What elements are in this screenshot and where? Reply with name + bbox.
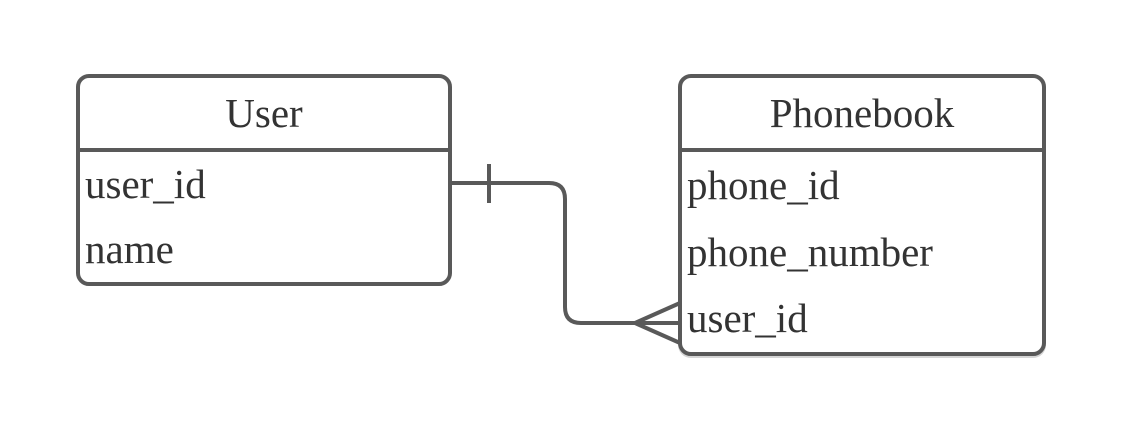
- entity-phonebook-field-phone-number: phone_number: [687, 228, 933, 275]
- entity-phonebook[interactable]: Phonebook phone_id phone_number user_id: [678, 74, 1046, 356]
- entity-user-title: User: [80, 78, 448, 152]
- entity-phonebook-field-user-id: user_id: [687, 295, 808, 342]
- entity-user-fields: user_id name: [80, 152, 448, 282]
- entity-user-field-name: name: [85, 226, 174, 272]
- entity-user-field-user-id: user_id: [85, 161, 206, 207]
- entity-phonebook-fields: phone_id phone_number user_id: [682, 152, 1042, 352]
- entity-phonebook-title: Phonebook: [682, 78, 1042, 152]
- entity-phonebook-field-phone-id: phone_id: [687, 161, 840, 208]
- crows-foot-many-icon: [633, 301, 681, 345]
- entity-user[interactable]: User user_id name: [76, 74, 452, 286]
- relationship-edge[interactable]: [450, 181, 679, 325]
